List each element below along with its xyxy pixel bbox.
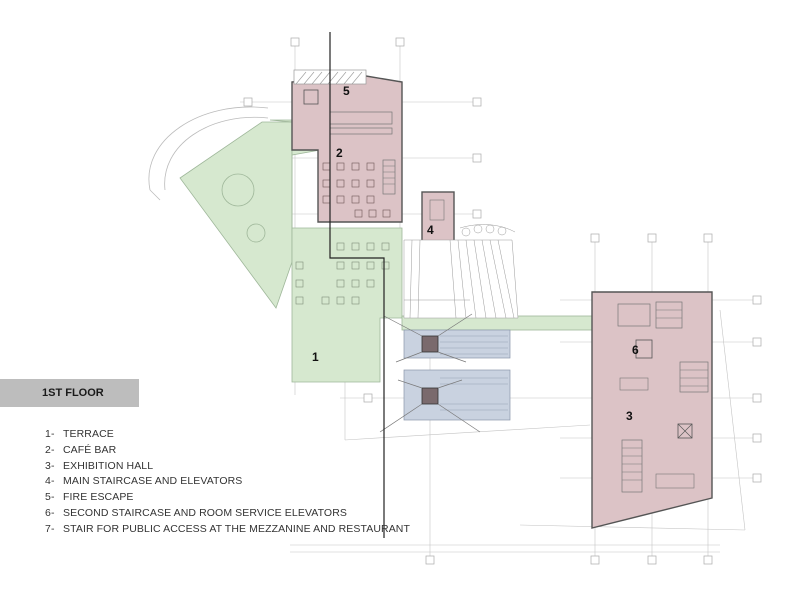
zone-label-main-stair: 4: [427, 223, 434, 237]
legend-item: 4-MAIN STAIRCASE AND ELEVATORS: [45, 475, 243, 488]
legend-item: 7-STAIR FOR PUBLIC ACCESS AT THE MEZZANI…: [45, 522, 411, 535]
legend-item: 1-TERRACE: [45, 428, 114, 440]
zone-label-terrace: 1: [312, 350, 319, 364]
legend-item: 5-FIRE ESCAPE: [45, 491, 134, 504]
zone-label-cafe-bar: 2: [336, 146, 343, 160]
terrace-arcs: [148, 106, 269, 201]
legend: 1-TERRACE 2-CAFÉ BAR 3-EXHIBITION HALL 4…: [45, 427, 410, 538]
legend-item: 3-EXHIBITION HALL: [45, 459, 154, 472]
zone-label-exhibition-hall: 3: [626, 409, 633, 423]
zone-label-second-stair: 6: [632, 343, 639, 357]
bridges: [379, 313, 511, 433]
public-stair: [403, 224, 519, 319]
legend-item: 6-SECOND STAIRCASE AND ROOM SERVICE ELEV…: [45, 506, 347, 519]
exhibition-hall-zone: [591, 291, 713, 529]
section-cut-line: [329, 32, 385, 538]
terrace-furniture: [295, 242, 390, 305]
floor-title: 1ST FLOOR: [0, 379, 139, 407]
legend-item: 2-CAFÉ BAR: [45, 443, 117, 456]
zone-label-fire-escape: 5: [343, 84, 350, 98]
